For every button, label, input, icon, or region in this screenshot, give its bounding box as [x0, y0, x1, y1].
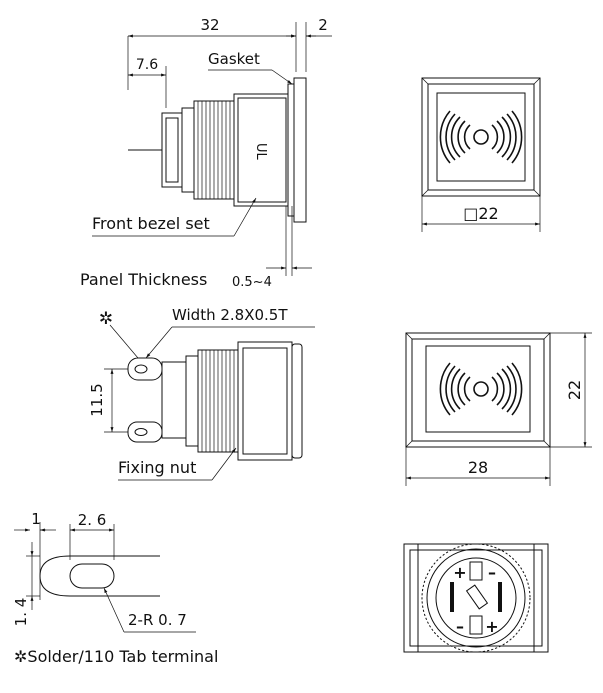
- polarity-minus-top: –: [488, 563, 496, 582]
- knurled-nut-mid: [201, 350, 235, 452]
- panel-thickness-range: 0.5~4: [232, 275, 272, 290]
- dim-slot-width: 1. 4: [12, 598, 30, 627]
- caption-solder-tab: ✲Solder/110 Tab terminal: [14, 647, 218, 666]
- dim-flange: 2: [318, 16, 328, 34]
- dim-total-length: 32: [200, 16, 219, 34]
- terminal-detail: 1 2. 6 1. 4 2-R 0. 7 ✲Solder/110 Tab ter…: [12, 510, 218, 666]
- knurled-nut: [197, 101, 231, 199]
- label-front-bezel: Front bezel set: [92, 214, 210, 233]
- svg-text:UL: UL: [253, 143, 268, 161]
- rect-front-view: 28 22: [405, 332, 592, 486]
- polarity-plus-top: +: [453, 563, 466, 582]
- label-panel-thickness: Panel Thickness: [80, 270, 207, 289]
- rear-gear: [421, 543, 531, 653]
- dim-terminal-pitch: 11.5: [88, 383, 106, 416]
- top-side-view: 32 2 7.6 Gasket UL: [80, 16, 332, 290]
- speaker-icon-rect: [439, 362, 523, 416]
- dim-terminal: 7.6: [136, 57, 158, 73]
- rear-view: + – + –: [403, 543, 549, 653]
- polarity-minus-bottom: –: [456, 617, 464, 636]
- speaker-icon: [439, 110, 523, 164]
- dim-square-size: □22: [463, 204, 498, 223]
- dim-terminal-thickness: 1: [31, 510, 41, 528]
- dim-rect-height: 22: [565, 380, 584, 400]
- label-fixing-nut: Fixing nut: [118, 458, 196, 477]
- polarity-plus-bottom: +: [485, 617, 498, 636]
- dim-radius: 2-R 0. 7: [128, 611, 187, 629]
- label-width: Width 2.8X0.5T: [172, 306, 288, 324]
- dim-slot-length: 2. 6: [78, 511, 107, 529]
- label-gasket: Gasket: [208, 50, 260, 68]
- square-front-view: □22: [421, 77, 541, 232]
- dim-rect-width: 28: [468, 458, 488, 477]
- mid-side-view: ✲ Width 2.8X0.5T 11.5: [88, 306, 315, 481]
- marker-asterisk: ✲: [99, 309, 113, 329]
